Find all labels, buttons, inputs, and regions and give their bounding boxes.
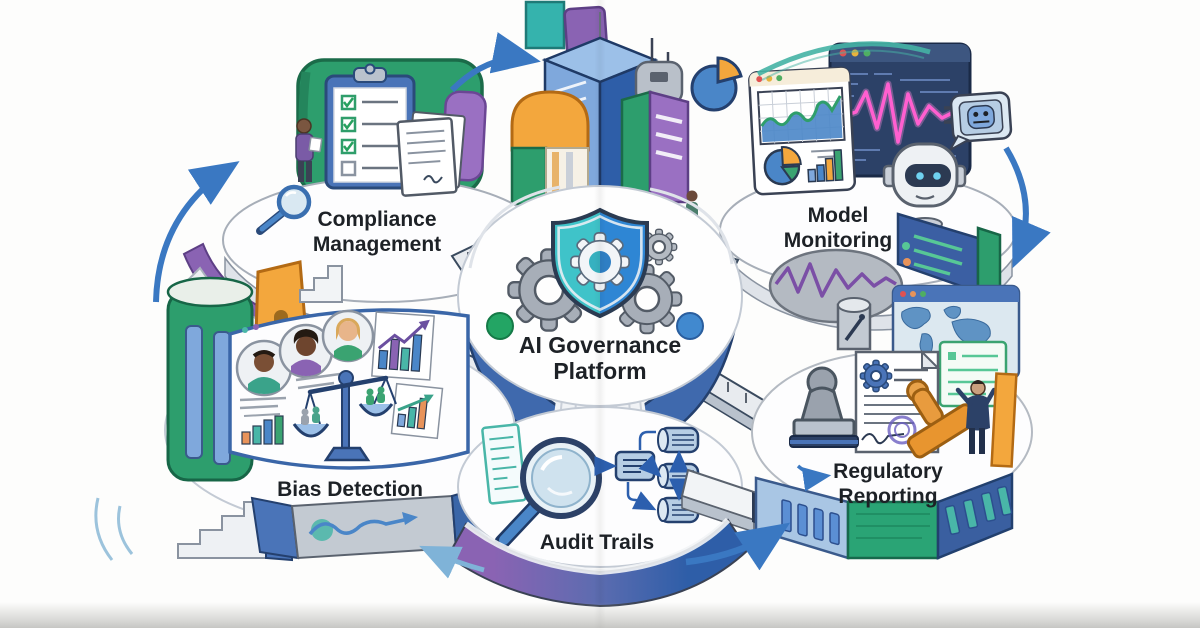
regulatory-label-line1: Regulatory — [833, 460, 943, 483]
checklist-clipboard-icon — [324, 63, 416, 190]
small-flow-arrow — [796, 464, 832, 492]
arrow-bottom-left — [419, 545, 485, 579]
green-node-dot — [486, 312, 514, 340]
balance-scale-icon — [292, 370, 397, 462]
gray-tower — [620, 38, 690, 204]
model-label-line1: Model — [808, 204, 869, 227]
log-sheet-icon — [481, 423, 527, 505]
mini-pie-chart — [763, 146, 802, 186]
db-cylinder-top — [657, 426, 700, 454]
bias-label: Bias Detection — [277, 478, 423, 501]
robot-head-icon — [882, 142, 967, 231]
squiggle-arrow-icon — [308, 518, 405, 536]
compliance-label-line1: Compliance — [317, 208, 436, 231]
rubber-stamp-icon — [789, 366, 859, 448]
pan-people-left — [301, 406, 320, 425]
arrow-left-up — [153, 161, 240, 303]
profile-text-lines — [239, 372, 341, 410]
line-chart — [760, 95, 842, 127]
bar-chart-card-icons — [371, 311, 444, 440]
platform-bias-detection: Bias Detection — [164, 276, 516, 562]
stamp-imprint — [887, 415, 917, 445]
arrow-bottom-right-up — [685, 522, 791, 571]
scale-pan-right — [358, 403, 394, 417]
magnifier-icon — [256, 184, 312, 235]
sketch-arc-2 — [117, 505, 134, 555]
chip-robot-face — [967, 104, 995, 130]
arrow-top-left — [449, 32, 541, 93]
mini-bars — [241, 413, 284, 445]
page-bottom-shadow — [0, 602, 1200, 628]
gray-dome — [768, 248, 904, 324]
pan-people-right — [366, 386, 385, 405]
purple-wave — [774, 262, 897, 298]
avatar-icons — [235, 309, 375, 397]
green-wall — [846, 500, 940, 560]
pie-chart-icon — [690, 56, 743, 112]
pen-cylinder-icon — [836, 297, 872, 351]
cycle-arrows — [94, 32, 1051, 579]
magnifier-icon — [494, 437, 602, 550]
continents — [901, 305, 1005, 363]
signature-squiggle — [423, 175, 443, 184]
compliance-label-line2: Management — [313, 233, 441, 256]
orange-pillar — [990, 372, 1018, 468]
robot-chip-plug-icon — [944, 91, 1013, 153]
avatar-woman-curly — [278, 323, 334, 379]
status-panel — [896, 212, 1002, 300]
presenter-person-figure — [955, 380, 997, 454]
metrics-browser-window-icon — [748, 66, 857, 196]
mini-bar-chart — [807, 148, 844, 183]
scale-pan-left — [292, 423, 330, 438]
stacked-documents-icon — [396, 111, 466, 197]
area-chart — [761, 95, 843, 143]
signature-squiggle — [861, 433, 905, 445]
base-walls — [752, 472, 1014, 560]
stairs-icon — [299, 265, 343, 303]
arrow-right-down — [1003, 146, 1051, 269]
platform-regulatory-reporting: Regulatory Reporting — [751, 284, 1033, 560]
teal-arc — [756, 41, 931, 77]
teal-building — [524, 0, 566, 50]
city-buildings-icon — [510, 0, 690, 206]
blue-node-dot — [676, 312, 704, 340]
paper-fold — [594, 0, 606, 628]
model-label-line2: Monitoring — [784, 229, 892, 252]
sketch-arc-1 — [94, 497, 114, 561]
inspector-person-figure — [295, 118, 323, 182]
regulatory-label-line2: Reporting — [838, 485, 937, 508]
avatar-man — [235, 339, 293, 397]
avatar-woman-blonde — [321, 309, 375, 363]
waveform-line — [837, 82, 959, 144]
platform-model-monitoring: Model Monitoring — [719, 42, 1017, 331]
